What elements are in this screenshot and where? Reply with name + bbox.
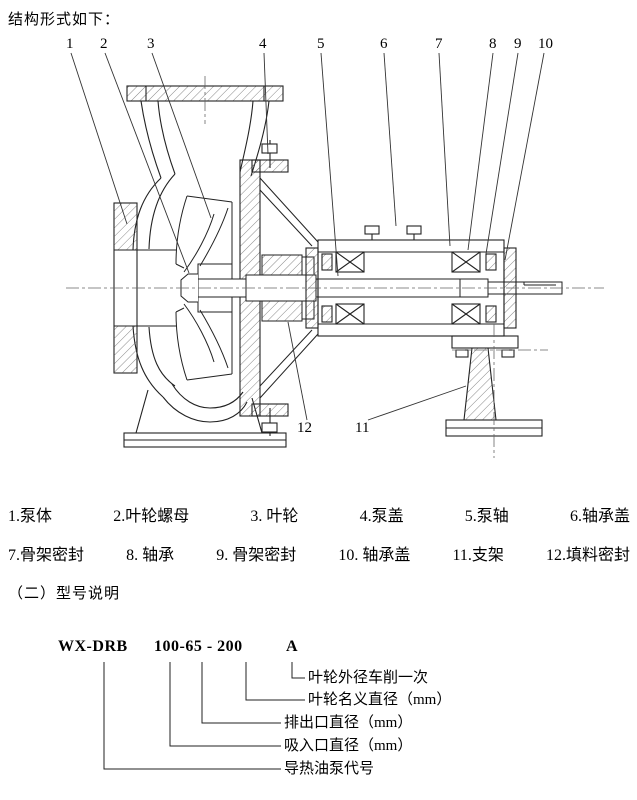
model-section-title: （二）型号说明 — [8, 586, 121, 602]
callout-6: 6 — [380, 36, 388, 52]
parts-list-row-2: 7.骨架密封 8. 轴承 9. 骨架密封 10. 轴承盖 11.支架 12.填料… — [8, 541, 630, 565]
callout-7: 7 — [435, 36, 443, 52]
model-code-size: 100-65 - 200 — [154, 638, 243, 655]
part-item-10: 10. 轴承盖 — [338, 547, 411, 564]
model-code-figure: WX-DRB 100-65 - 200 A 叶轮外径车削一次 叶轮名义直径（mm… — [0, 630, 637, 800]
part-item-11: 11.支架 — [452, 547, 504, 564]
callout-8: 8 — [489, 36, 497, 52]
part-item-7: 7.骨架密封 — [8, 547, 85, 564]
callout-12: 12 — [297, 420, 312, 436]
callout-3: 3 — [147, 36, 155, 52]
pump-structure-figure: 1 2 3 4 5 6 7 8 9 10 12 11 — [0, 28, 637, 498]
impeller — [175, 195, 233, 381]
intro-text: 结构形式如下： — [8, 12, 121, 28]
part-item-6: 6.轴承盖 — [569, 508, 630, 525]
leader-lines — [70, 52, 545, 421]
label-impeller-od-trimmed: 叶轮外径车削一次 — [308, 670, 429, 686]
part-item-9: 9. 骨架密封 — [216, 547, 297, 564]
callout-11: 11 — [355, 420, 370, 436]
model-connector-lines — [103, 662, 305, 770]
callout-1: 1 — [66, 36, 74, 52]
model-code-variant: A — [286, 638, 299, 655]
label-impeller-nominal-diameter: 叶轮名义直径（mm） — [308, 692, 452, 708]
part-item-3: 3. 叶轮 — [250, 508, 299, 525]
model-code-series: WX-DRB — [58, 638, 128, 655]
part-item-8: 8. 轴承 — [126, 547, 175, 564]
callout-10: 10 — [538, 36, 553, 52]
support-bracket — [445, 335, 543, 437]
frame-support-arms — [259, 177, 319, 399]
part-item-5: 5.泵轴 — [464, 508, 509, 525]
part-item-1: 1.泵体 — [8, 508, 53, 525]
part-item-4: 4.泵盖 — [359, 508, 404, 525]
callout-2: 2 — [100, 36, 108, 52]
label-discharge-diameter: 排出口直径（mm） — [284, 715, 413, 731]
callout-4: 4 — [259, 36, 267, 52]
callout-5: 5 — [317, 36, 325, 52]
pump-cross-section-drawing — [66, 52, 604, 458]
part-item-12: 12.填料密封 — [545, 547, 630, 564]
callout-9: 9 — [514, 36, 522, 52]
label-suction-diameter: 吸入口直径（mm） — [284, 738, 413, 754]
label-pump-series-code: 导热油泵代号 — [284, 761, 375, 777]
part-item-2: 2.叶轮螺母 — [113, 508, 190, 525]
parts-list-row-1: 1.泵体 2.叶轮螺母 3. 叶轮 4.泵盖 5.泵轴 6.轴承盖 — [8, 502, 630, 526]
centerlines — [66, 76, 604, 458]
